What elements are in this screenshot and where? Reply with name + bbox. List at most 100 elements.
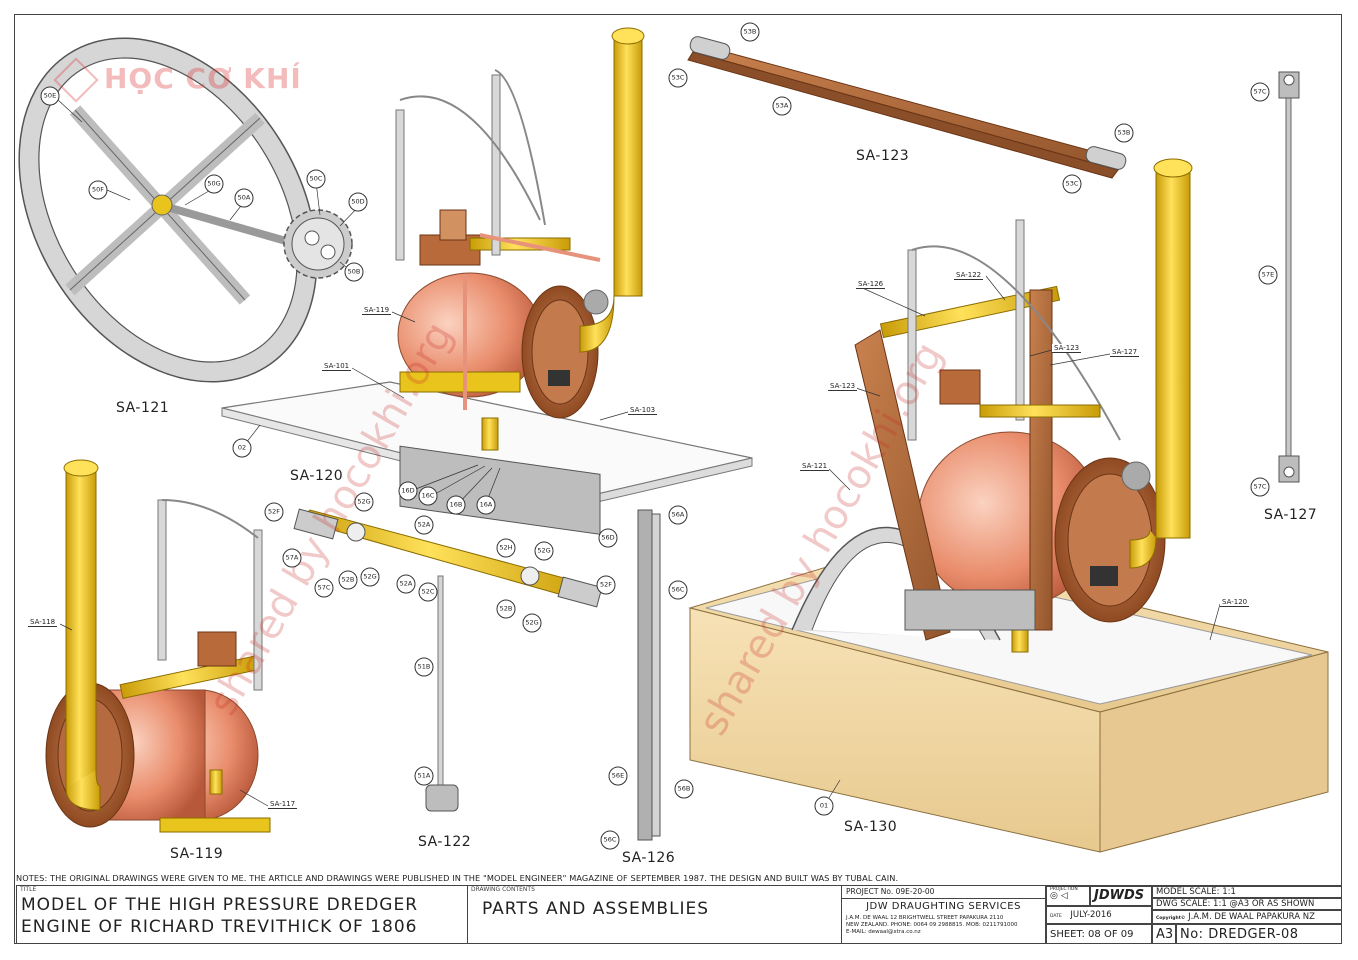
- date-cell: DATE JULY-2016: [1046, 906, 1152, 924]
- link-rod-assembly: [1278, 71, 1300, 483]
- drawing-contents: PARTS AND ASSEMBLIES: [482, 899, 710, 919]
- contents-cell: DRAWING CONTENTS PARTS AND ASSEMBLIES: [468, 886, 842, 944]
- assembly-label-sa121: SA-121: [116, 400, 170, 416]
- company-email: E-MAIL: dewaal@xtra.co.nz: [846, 929, 921, 935]
- part-balloon-52G-2: 52G: [360, 567, 380, 587]
- engine-on-baseplate: [221, 27, 753, 535]
- part-balloon-53C-2: 53C: [1062, 174, 1082, 194]
- boiler-assembly: [45, 459, 271, 833]
- part-balloon-50G: 50G: [204, 174, 224, 194]
- model-scale: MODEL SCALE: 1:1: [1152, 886, 1342, 898]
- assembly-label-sa119: SA-119: [170, 846, 224, 862]
- part-balloon-52G: 52G: [354, 492, 374, 512]
- tag-sa126: SA-126: [856, 280, 886, 289]
- assembly-label-sa120: SA-120: [290, 468, 344, 484]
- company-address-2: NEW ZEALAND. PHONE: 0064 09 2988815. MOB…: [846, 922, 1018, 928]
- tag-sa119: SA-119: [362, 306, 392, 315]
- part-balloon-57C: 57C: [1250, 82, 1270, 102]
- project-number: PROJECT No. 09E-20-00: [842, 886, 1045, 899]
- assembly-label-sa126: SA-126: [622, 850, 676, 866]
- part-balloon-56E: 56E: [608, 766, 628, 786]
- complete-engine-assembly: [688, 158, 1329, 853]
- drawing-sheet-border: [14, 14, 1342, 944]
- part-balloon-16C: 16C: [418, 486, 438, 506]
- vertical-link-assembly: [637, 509, 661, 841]
- sheet-number: SHEET: 08 OF 09: [1046, 924, 1152, 944]
- assembly-label-sa130: SA-130: [844, 819, 898, 835]
- part-balloon-50A: 50A: [234, 188, 254, 208]
- part-balloon-02: 02: [232, 438, 252, 458]
- part-balloon-52G-3: 52G: [534, 541, 554, 561]
- tag-sa118: SA-118: [28, 618, 58, 627]
- part-balloon-53B: 53B: [740, 22, 760, 42]
- part-balloon-52H: 52H: [496, 538, 516, 558]
- part-balloon-56B: 56B: [674, 779, 694, 799]
- part-balloon-52C: 52C: [418, 582, 438, 602]
- part-balloon-57C-2: 57C: [1250, 477, 1270, 497]
- part-balloon-53A: 53A: [772, 96, 792, 116]
- copyright-holder: J.A.M. DE WAAL PAPAKURA NZ: [1188, 912, 1315, 922]
- title-cell: TITLE MODEL OF THE HIGH PRESSURE DREDGER…: [16, 886, 468, 944]
- date-caption: DATE: [1050, 914, 1062, 919]
- brand-mark: JDWDS: [1090, 886, 1152, 906]
- part-balloon-57E: 57E: [1258, 265, 1278, 285]
- drawing-date: JULY-2016: [1070, 910, 1112, 920]
- part-balloon-56C-2: 56C: [600, 830, 620, 850]
- projection-caption: PROJECTION: [1050, 887, 1078, 892]
- part-balloon-52B-2: 52B: [496, 599, 516, 619]
- company-address-1: J.A.M. DE WAAL 12 BRIGHTWELL STREET PAPA…: [846, 915, 1004, 921]
- part-balloon-51A: 51A: [414, 766, 434, 786]
- part-balloon-53C: 53C: [668, 68, 688, 88]
- drawing-scale: DWG SCALE: 1:1 @A3 OR AS SHOWN: [1152, 898, 1342, 910]
- assembly-label-sa122: SA-122: [418, 834, 472, 850]
- company-name: JDW DRAUGHTING SERVICES: [866, 901, 1021, 912]
- drawing-number: No: DREDGER-08: [1176, 924, 1342, 944]
- copyright-caption: Copyright©: [1156, 916, 1186, 921]
- part-balloon-01: 01: [814, 796, 834, 816]
- part-balloon-50C: 50C: [306, 169, 326, 189]
- crosshead-assembly: [293, 508, 603, 812]
- company-cell: PROJECT No. 09E-20-00 JDW DRAUGHTING SER…: [842, 886, 1046, 944]
- part-balloon-56D: 56D: [598, 528, 618, 548]
- part-balloon-16D: 16D: [398, 481, 418, 501]
- part-balloon-52F: 52F: [264, 502, 284, 522]
- part-balloon-16B: 16B: [446, 495, 466, 515]
- tag-sa117: SA-117: [268, 800, 298, 809]
- tag-sa101: SA-101: [322, 362, 352, 371]
- part-balloon-52A: 52A: [414, 515, 434, 535]
- beam-assembly: [687, 36, 1127, 179]
- part-balloon-56A: 56A: [668, 505, 688, 525]
- part-balloon-16A: 16A: [476, 495, 496, 515]
- part-balloon-50D: 50D: [348, 192, 368, 212]
- assembly-label-sa127: SA-127: [1264, 507, 1318, 523]
- part-balloon-51B: 51B: [414, 657, 434, 677]
- hoccokhi-logo: HỌC CƠ KHÍ: [53, 57, 302, 103]
- part-balloon-52A-2: 52A: [396, 574, 416, 594]
- projection-cell: PROJECTION ◎ ◁: [1046, 886, 1090, 906]
- title-caption: TITLE: [20, 886, 37, 893]
- part-balloon-50B: 50B: [344, 262, 364, 282]
- title-line-2: ENGINE OF RICHARD TREVITHICK OF 1806: [21, 917, 418, 937]
- flywheel-assembly: [18, 37, 353, 383]
- part-balloon-52F-2: 52F: [596, 575, 616, 595]
- part-balloon-50E: 50E: [40, 86, 60, 106]
- assembly-drawing: [18, 27, 1329, 853]
- projection-symbol-icon: ◎ ◁: [1050, 891, 1068, 901]
- part-balloon-56C: 56C: [668, 580, 688, 600]
- tag-sa123-lower: SA-123: [828, 382, 858, 391]
- paper-size: A3: [1152, 924, 1176, 944]
- title-line-1: MODEL OF THE HIGH PRESSURE DREDGER: [21, 895, 419, 915]
- part-balloon-52B: 52B: [338, 570, 358, 590]
- part-balloon-57C-3: 57C: [314, 578, 334, 598]
- tag-sa127: SA-127: [1110, 348, 1140, 357]
- logo-diamond-icon: [53, 57, 99, 103]
- tag-sa103: SA-103: [628, 406, 658, 415]
- tag-sa120: SA-120: [1220, 598, 1250, 607]
- assembly-label-sa123: SA-123: [856, 148, 910, 164]
- part-balloon-57A: 57A: [282, 548, 302, 568]
- copyright-cell: Copyright© J.A.M. DE WAAL PAPAKURA NZ: [1152, 910, 1342, 924]
- contents-caption: DRAWING CONTENTS: [471, 886, 535, 893]
- part-balloon-53B-2: 53B: [1114, 123, 1134, 143]
- part-balloon-50F: 50F: [88, 180, 108, 200]
- part-balloon-52G-4: 52G: [522, 613, 542, 633]
